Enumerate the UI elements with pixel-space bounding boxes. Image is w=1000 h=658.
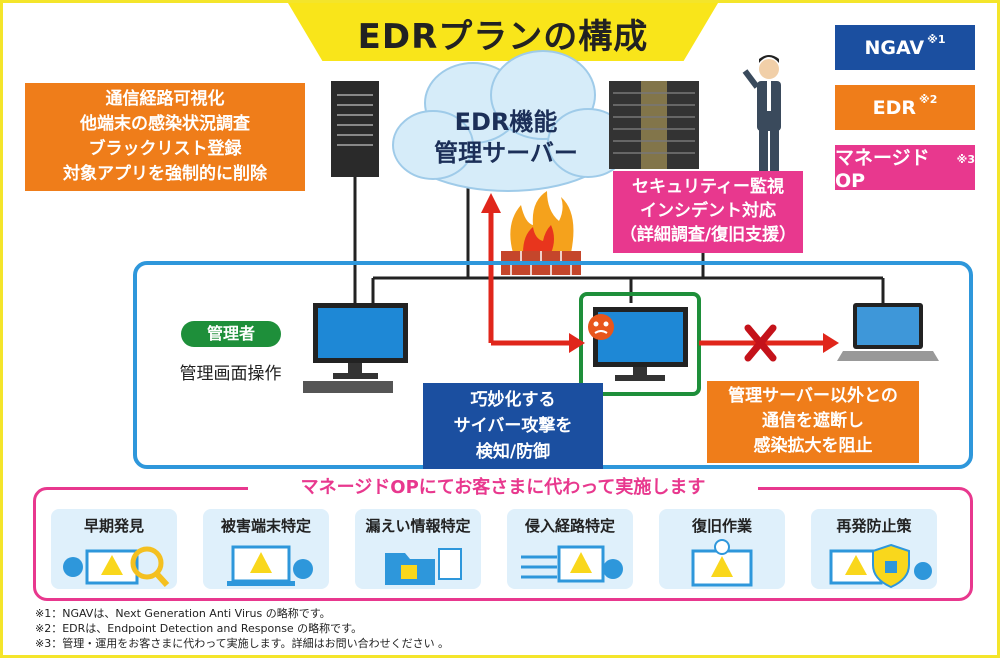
- laptop-icon: [837, 303, 939, 361]
- service-card-intrusion-path: 侵入経路特定: [507, 509, 633, 589]
- managed-op-heading: マネージドOPにてお客さまに代わって実施します: [248, 475, 758, 501]
- legend-managed-note: ※3: [956, 153, 975, 166]
- edr-features-box: 通信経路可視化 他端末の感染状況調査 ブラックリスト登録 対象アプリを強制的に削…: [25, 83, 305, 191]
- path-warning-icon: [521, 545, 623, 583]
- footnote: ※2：EDRは、Endpoint Detection and Response …: [35, 622, 363, 635]
- service-card-recovery: 復旧作業: [659, 509, 785, 589]
- title-band: [288, 3, 718, 61]
- soc-services-box: セキュリティー監視 インシデント対応 （詳細調査/復旧支援）: [613, 171, 803, 253]
- service-card-label: 復旧作業: [691, 517, 752, 535]
- cloud-server-line: EDR機能: [454, 108, 558, 136]
- page-title: EDRプランの構成: [357, 17, 649, 57]
- ngav-note-line: 検知/防御: [475, 442, 551, 462]
- edr-feature: ブラックリスト登録: [88, 139, 242, 159]
- soc-service: （詳細調査/復旧支援）: [619, 225, 797, 245]
- network-diagram-graphic: [303, 50, 939, 396]
- service-card-label: 被害端末特定: [220, 517, 311, 535]
- server-rack-icon: [609, 81, 699, 169]
- isolation-note-line: 通信を遮断し: [762, 411, 864, 431]
- legend-ngav-note: ※1: [927, 33, 946, 46]
- admin-badge: 管理者: [181, 321, 281, 347]
- folder-lock-icon: [385, 548, 462, 585]
- service-card-prevention: 再発防止策: [811, 509, 937, 589]
- legend-edr-label: EDR: [872, 96, 917, 119]
- isolation-note-line: 感染拡大を阻止: [753, 436, 873, 456]
- isolation-note-box: 管理サーバー以外との 通信を遮断し 感染拡大を阻止: [707, 381, 919, 463]
- edr-feature: 他端末の感染状況調査: [80, 114, 250, 134]
- detection-arrow: [481, 193, 585, 353]
- soc-service: インシデント対応: [640, 201, 776, 221]
- legend-edr-note: ※2: [919, 93, 938, 106]
- ngav-note-line: 巧妙化する: [470, 390, 556, 410]
- legend-managed-label: マネージドOP: [835, 147, 930, 192]
- service-card-early-detection: 早期発見: [51, 509, 177, 589]
- magnifier-warning-icon: [63, 546, 170, 588]
- legend-ngav-label: NGAV: [864, 36, 925, 59]
- ngav-note-box: 巧妙化する サイバー攻撃を 検知/防御: [423, 383, 603, 469]
- ngav-note-line: サイバー攻撃を: [453, 416, 573, 436]
- service-card-leak-info: 漏えい情報特定: [355, 509, 481, 589]
- server-tower-icon: [331, 81, 379, 177]
- laptop-warning-icon: [227, 545, 313, 586]
- legend-ngav: NGAV※1: [835, 25, 975, 70]
- cloud-server-line: 管理サーバー: [434, 139, 578, 167]
- block-x-icon: [744, 324, 777, 362]
- soc-service: セキュリティー監視: [632, 177, 784, 197]
- legend-edr: EDR※2: [835, 85, 975, 130]
- edr-feature: 対象アプリを強制的に削除: [63, 164, 267, 184]
- virus-icon: [588, 314, 614, 340]
- isolation-note-line: 管理サーバー以外との: [728, 386, 898, 406]
- footnote: ※1：NGAVは、Next Generation Anti Virus の略称で…: [35, 607, 331, 620]
- edr-feature: 通信経路可視化: [105, 89, 225, 109]
- cloud-server-label: EDR機能 管理サーバー: [411, 107, 601, 169]
- legend-managed-op: マネージドOP ※3: [835, 145, 975, 192]
- service-card-label: 早期発見: [83, 517, 144, 535]
- service-card-label: 漏えい情報特定: [365, 517, 471, 535]
- service-card-damaged-terminal: 被害端末特定: [203, 509, 329, 589]
- service-card-label: 侵入経路特定: [524, 517, 615, 535]
- admin-monitor-icon: [303, 303, 408, 393]
- admin-operation-label: 管理画面操作: [179, 364, 282, 384]
- cloud-icon: [392, 50, 629, 192]
- operator-person-icon: [742, 55, 781, 173]
- recovery-worker-icon: [691, 539, 753, 587]
- service-card-label: 再発防止策: [836, 517, 912, 535]
- shield-lock-icon: [829, 543, 932, 589]
- footnote: ※3：管理・運用をお客さまに代わって実施します。詳細はお問い合わせください 。: [35, 637, 450, 650]
